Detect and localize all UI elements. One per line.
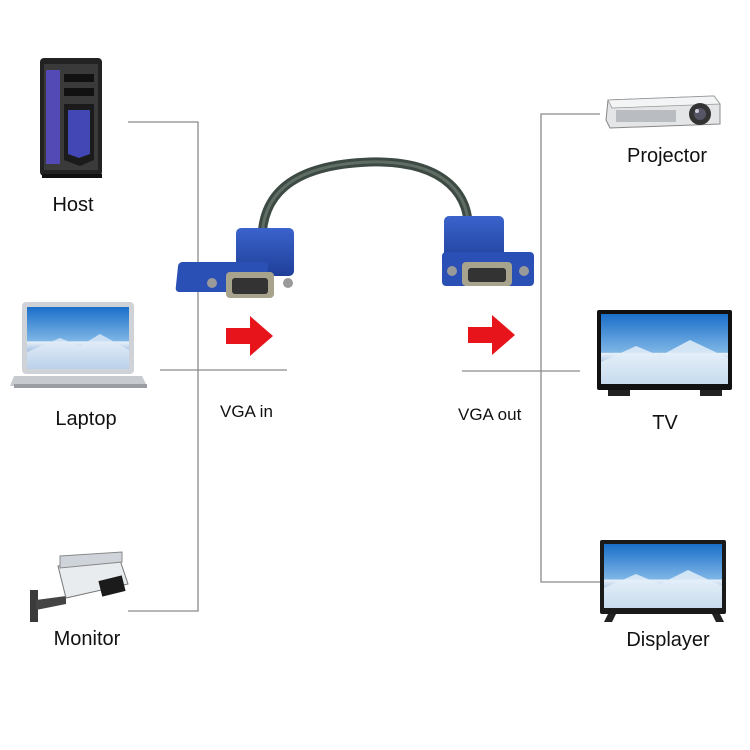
right-connector-lines — [462, 113, 600, 583]
displayer-icon — [600, 540, 726, 622]
projector-icon — [605, 95, 721, 129]
laptop-label: Laptop — [55, 408, 117, 430]
vga-out-connector — [442, 216, 534, 286]
projector-label: Projector — [626, 145, 708, 167]
monitor-label: Monitor — [53, 628, 121, 650]
displayer-label: Displayer — [626, 629, 710, 651]
host-pc-icon — [40, 58, 102, 178]
tv-icon — [597, 310, 732, 396]
tv-label: TV — [652, 412, 678, 434]
arrow-out-icon — [468, 315, 515, 355]
security-camera-icon — [30, 551, 129, 622]
laptop-icon — [10, 302, 147, 388]
left-connector-lines — [128, 121, 287, 612]
arrow-in-icon — [226, 316, 273, 356]
vga-in-label: VGA in — [220, 402, 273, 421]
vga-cable-icon — [175, 157, 534, 298]
host-label: Host — [52, 194, 94, 216]
vga-out-label: VGA out — [458, 405, 522, 424]
vga-in-connector — [175, 228, 294, 298]
